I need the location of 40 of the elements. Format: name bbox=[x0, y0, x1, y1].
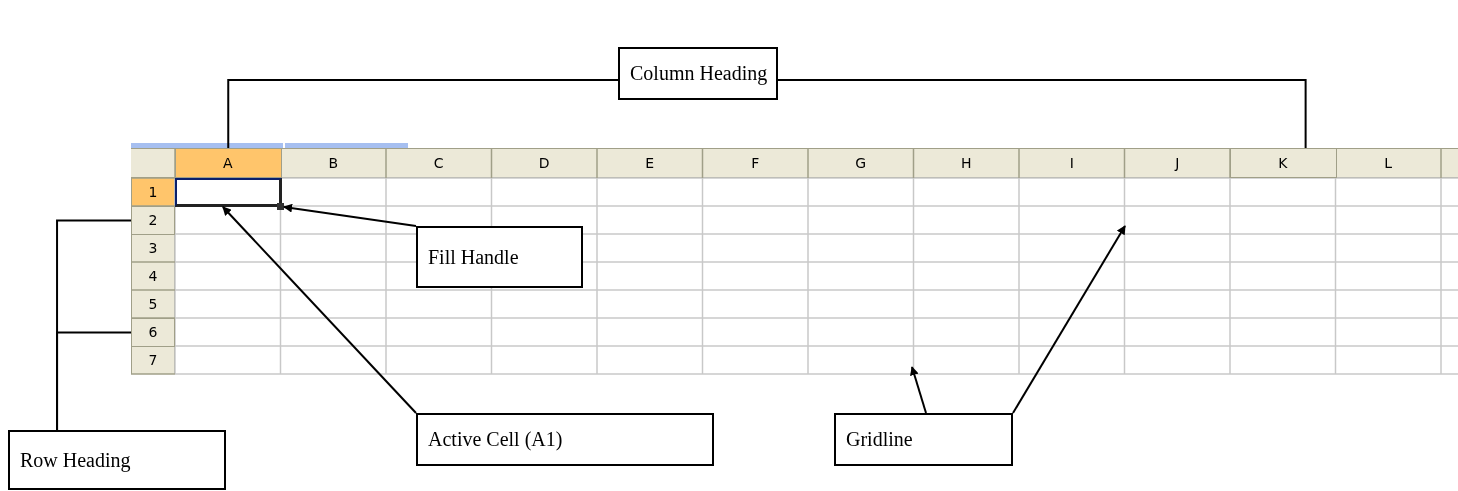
arrow bbox=[221, 206, 417, 414]
column-letter: F bbox=[751, 156, 760, 170]
callout-box bbox=[416, 226, 583, 288]
column-letter: A bbox=[222, 156, 233, 170]
fill-handle bbox=[277, 203, 284, 210]
column-letter: E bbox=[645, 156, 655, 170]
row-number: 6 bbox=[148, 325, 158, 339]
callout-box bbox=[416, 413, 714, 466]
column-header bbox=[1230, 148, 1337, 178]
column-letter: B bbox=[328, 156, 339, 170]
row-number: 4 bbox=[148, 269, 158, 283]
connector-line bbox=[227, 79, 619, 149]
active-cell bbox=[175, 178, 282, 207]
callout-box bbox=[834, 413, 1013, 466]
column-letter: D bbox=[538, 156, 550, 170]
connector-line bbox=[56, 331, 132, 431]
column-letter: L bbox=[1384, 156, 1393, 170]
column-letter: C bbox=[433, 156, 444, 170]
column-letter: G bbox=[855, 156, 867, 170]
callout-text: Gridline bbox=[846, 427, 914, 452]
callout-text: Active Cell (A1) bbox=[428, 427, 564, 452]
connector-line bbox=[777, 79, 1307, 149]
column-letter: K bbox=[1278, 156, 1288, 170]
arrow bbox=[1012, 225, 1126, 414]
row-header bbox=[131, 318, 175, 347]
callout-box bbox=[8, 430, 226, 490]
row-header bbox=[131, 206, 175, 235]
row-number: 3 bbox=[148, 241, 158, 255]
callout-box bbox=[618, 47, 778, 100]
column-letter: J bbox=[1175, 156, 1180, 170]
callout-text: Fill Handle bbox=[428, 244, 520, 270]
column-letter: H bbox=[961, 156, 972, 170]
column-header bbox=[175, 148, 282, 178]
row-number: 2 bbox=[148, 213, 158, 227]
column-letter: I bbox=[1069, 156, 1074, 170]
callout-text: Column Heading bbox=[630, 61, 769, 86]
arrow bbox=[910, 366, 927, 414]
callout-text: Row Heading bbox=[20, 447, 132, 473]
row-number: 1 bbox=[148, 185, 158, 199]
arrow bbox=[283, 203, 417, 227]
